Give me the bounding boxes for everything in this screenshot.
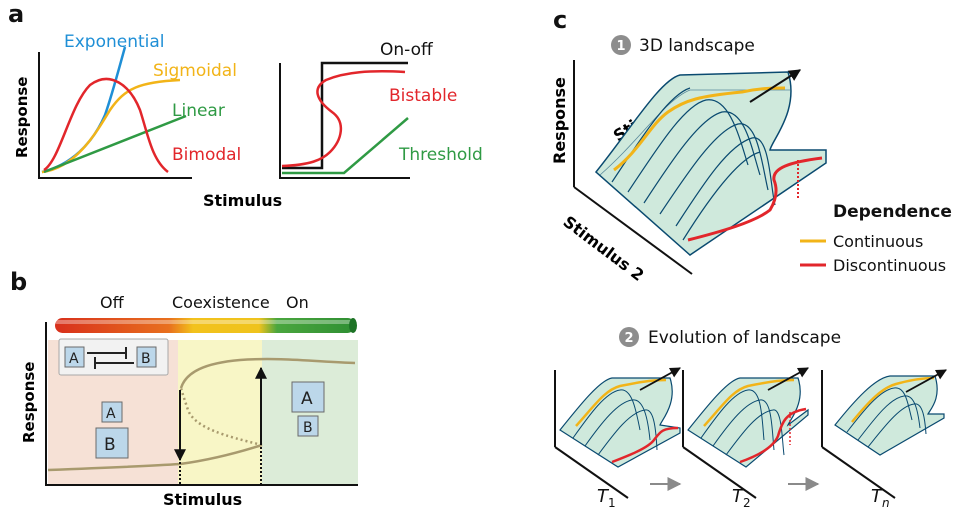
threshold-curve (282, 117, 409, 175)
landscape-t1 (554, 367, 681, 499)
response-curve-lower (47, 443, 263, 472)
mutual-inhibition-box (58, 338, 169, 376)
phase-bar (55, 318, 357, 333)
sigmoidal-label: Sigmoidal (153, 61, 237, 81)
legend-continuous-label: Continuous (833, 232, 923, 251)
landscape-surface (594, 71, 827, 256)
phase-coexistence-label: Coexistence (172, 293, 270, 312)
on-state-boxes (291, 381, 325, 437)
linear-curve (43, 114, 187, 174)
panel-a-right-axes (279, 63, 410, 179)
on-box-a: A (301, 389, 313, 409)
step1-title: 3D landscape (639, 36, 755, 56)
t2-label: T2 (732, 486, 751, 510)
step1-number: 1 (616, 39, 625, 54)
coexistence-region (178, 340, 262, 485)
bistable-curve (281, 70, 406, 168)
onoff-curve (282, 61, 408, 170)
step2-title: Evolution of landscape (648, 328, 841, 348)
legend-discontinuous-label: Discontinuous (833, 256, 946, 275)
threshold-label: Threshold (398, 145, 483, 165)
step2-number: 2 (624, 331, 633, 346)
panel-c-letter: c (553, 6, 567, 34)
step1-badge (611, 35, 631, 55)
panel-a-y-label: Response (13, 77, 31, 158)
panel-a-left-axes (38, 52, 192, 179)
off-box-b: B (104, 435, 116, 455)
legend-title: Dependence (833, 202, 952, 222)
panel-b-letter: b (10, 268, 27, 296)
discontinuous-ridge-line (687, 156, 823, 242)
panel-b-axes (45, 322, 358, 486)
exponential-curve (41, 46, 127, 174)
landscape-t2 (682, 367, 809, 499)
off-state-boxes (95, 401, 129, 459)
landscape-axes (573, 60, 693, 275)
bistable-label: Bistable (389, 86, 457, 106)
on-box-b: B (303, 420, 313, 436)
linear-label: Linear (172, 101, 225, 121)
inhibition-box-b: B (141, 351, 151, 367)
onoff-label: On-off (380, 40, 434, 60)
panel-b-y-label: Response (20, 362, 38, 443)
panel-a-x-label: Stimulus (203, 191, 282, 210)
phase-on-label: On (286, 293, 309, 312)
inhibition-box-a: A (69, 351, 79, 367)
bimodal-label: Bimodal (172, 145, 241, 165)
step2-badge (619, 327, 639, 347)
off-box-a: A (106, 406, 116, 422)
axis-response-label: Response (550, 77, 569, 164)
tn-label: Tn (871, 486, 890, 510)
continuous-ridge-line (613, 86, 786, 172)
axis-stimulus2-label: Stimulus 2 (560, 212, 648, 285)
bimodal-curve (43, 77, 169, 173)
panel-a-letter: a (8, 0, 24, 28)
response-curve-upper (179, 357, 356, 389)
phase-off-label: Off (100, 293, 125, 312)
exponential-label: Exponential (64, 32, 165, 52)
panel-b-x-label: Stimulus (163, 490, 242, 509)
stimulus1-arrow (749, 69, 802, 103)
t1-label: T1 (597, 486, 616, 510)
landscape-tn (821, 369, 947, 499)
